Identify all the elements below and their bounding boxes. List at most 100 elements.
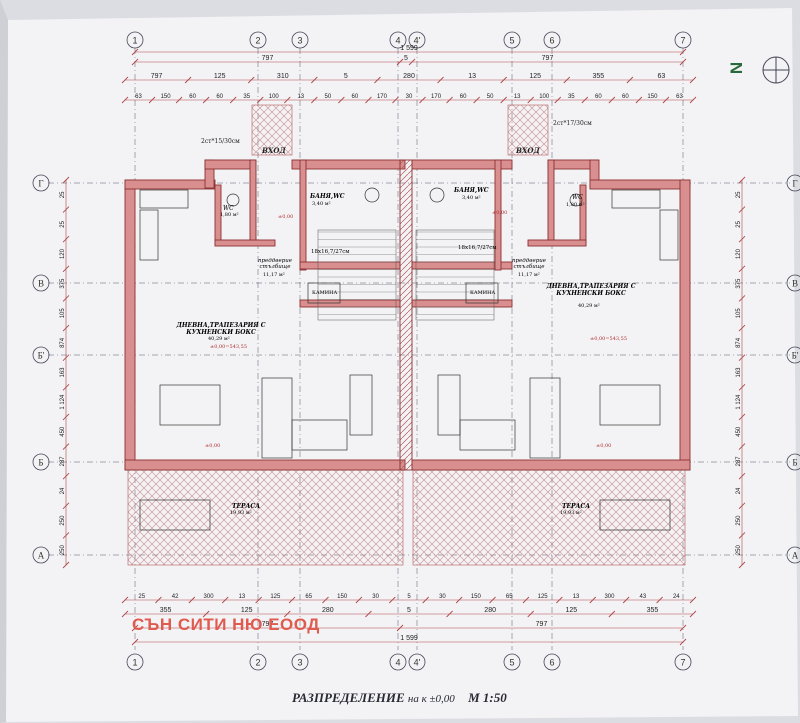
dim-bot-seg-label: 797 [536, 621, 548, 628]
dim-bot-row2-label: 280 [322, 607, 334, 614]
dim-bot-row1-label: 300 [204, 594, 215, 600]
dim-left-label: 450 [60, 426, 66, 437]
dim-top-row2-label: 797 [151, 73, 163, 80]
plan-title: РАЗПРЕДЕЛЕНИЕ на к ±0,00 М 1:50 [292, 690, 507, 706]
grid-bubble [32, 453, 50, 471]
level-mark-5: ±0,00 [596, 443, 612, 449]
dim-right-tick [738, 413, 746, 421]
dim-left-label: 163 [60, 367, 66, 378]
grid-bubble [249, 653, 267, 671]
walls [124, 159, 691, 471]
dim-top-row3-label: 60 [189, 94, 196, 100]
dim-top-row2-tick [689, 76, 697, 84]
dim-top-row3-label: 50 [487, 94, 494, 100]
dim-bot-row1-label: 13 [239, 594, 246, 600]
dim-top-row2-tick [500, 76, 507, 84]
north-label: N [727, 61, 747, 75]
dim-bot-row1-tick [489, 596, 496, 604]
grid-bubble [389, 31, 407, 49]
dim-bot-overall-tick [131, 638, 139, 646]
dim-bot-row1-label: 43 [640, 594, 647, 600]
grid-bubble [786, 174, 800, 192]
dim-right-tick [738, 324, 746, 332]
terrace-right-hatch [412, 469, 686, 566]
dim-top-row2-label: 125 [214, 73, 226, 80]
dim-left-tick [62, 295, 70, 302]
dim-bot-row1-label: 30 [372, 594, 379, 600]
level-mark-2: ±0,00=543,55 [210, 344, 248, 350]
dim-left-tick [62, 532, 70, 539]
grid-bubble-label: Г [792, 179, 797, 189]
dim-left-tick [62, 472, 70, 480]
plan-title-main: РАЗПРЕДЕЛЕНИЕ [292, 690, 405, 705]
dim-top-row3-label: 13 [297, 94, 304, 100]
wc-left-name: WC [223, 205, 234, 212]
grid-bubble [786, 274, 800, 292]
level-mark-3: ±0,00=543,55 [590, 336, 628, 342]
dim-top-row3-tick [662, 96, 670, 104]
dim-left-tick [62, 502, 70, 510]
dim-right-tick [738, 176, 746, 184]
dim-bot-row1-label: 125 [270, 594, 281, 600]
grid-bubble-label: В [38, 279, 44, 289]
dim-bot-row1-tick [589, 596, 597, 604]
dim-top-seg-tick [679, 58, 687, 66]
dim-bot-row2-tick [527, 610, 535, 618]
dim-right-label: 287 [736, 456, 742, 467]
dim-bot-row1-label: 24 [673, 594, 680, 600]
grid-bubble-label: 4 [395, 36, 400, 46]
dim-left-label: 25 [60, 191, 66, 198]
dim-left-tick [62, 383, 70, 391]
stair-note-left: 2ст*15/30см [201, 138, 240, 145]
dim-top-row3-tick [581, 96, 589, 104]
dim-top-row3-label: 60 [352, 94, 359, 100]
dim-top-row3-tick [635, 96, 643, 104]
dim-top-overall-tick [679, 48, 687, 56]
level-mark-6: ±0,00 [492, 210, 508, 216]
dimension-lines [62, 48, 746, 646]
dim-left-tick [62, 176, 70, 184]
furniture [139, 187, 679, 531]
bath-right-name: БАНЯ,WC [454, 187, 489, 194]
dim-bot-row2-tick [121, 610, 129, 618]
dim-bot-row2-tick [365, 610, 372, 618]
dim-right-label: 105 [736, 308, 742, 319]
dim-top-row3-label: 60 [595, 94, 602, 100]
dim-top-row2-tick [184, 76, 192, 84]
dim-top-row3-tick [229, 96, 237, 104]
dim-top-row2-label: 355 [592, 73, 604, 80]
wc-left-area: 1,80 м² [220, 212, 239, 218]
stair-treads [318, 231, 494, 315]
dim-left-tick [62, 354, 70, 362]
dim-top-row3-label: 60 [622, 94, 629, 100]
dim-left-label: 105 [60, 308, 66, 319]
plan-title-level: на к ±0,00 [407, 693, 455, 705]
dim-bot-row1-label: 150 [471, 594, 482, 600]
grid-bubble-label: 1 [132, 36, 137, 46]
grid-bubble-label: 4' [414, 658, 421, 668]
dim-top-row3-label: 63 [135, 94, 142, 100]
dim-right-tick [738, 443, 746, 450]
dim-bot-row1-label: 25 [138, 594, 145, 600]
grid-bubble [126, 653, 144, 671]
dim-bot-row2-tick [283, 610, 291, 618]
dim-top-row3-label: 100 [269, 94, 280, 100]
dim-right-tick [738, 265, 746, 273]
grid-bubble-label: 1 [132, 658, 137, 668]
dim-bot-row1-tick [556, 596, 563, 604]
grid-bubble-label: 4' [414, 36, 421, 46]
dim-top-row3-tick [419, 96, 426, 104]
living-right-name: ДНЕВНА,ТРАПЕЗАРИЯ С КУХНЕНСКИ БОКС [546, 283, 636, 297]
dim-bot-row1-label: 13 [573, 594, 580, 600]
grid-bubble-label: 2 [255, 658, 260, 668]
dim-top-row3-tick [121, 96, 129, 104]
dim-right-label: 250 [736, 515, 742, 526]
dim-top-overall-tick [131, 48, 139, 56]
dim-right-label: 25 [736, 220, 742, 227]
dim-top-row3-label: 60 [460, 94, 467, 100]
dim-right-tick [738, 472, 746, 480]
entry-left-label: ВХОД [262, 146, 286, 155]
dim-bot-row1-tick [689, 596, 697, 604]
dim-bot-row1-tick [322, 596, 329, 604]
grid-bubble [32, 346, 50, 364]
